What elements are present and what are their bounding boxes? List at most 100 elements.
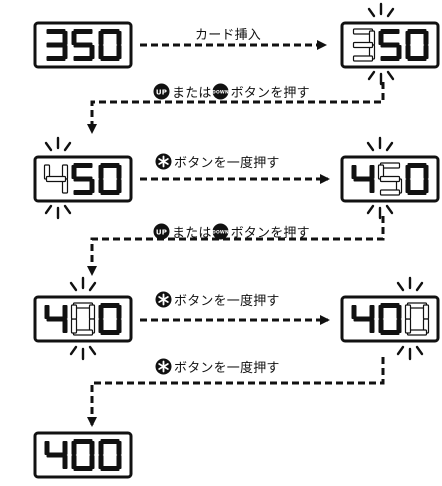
blink-mark-bottom bbox=[396, 345, 424, 361]
segment-d bbox=[380, 56, 400, 61]
segment-c bbox=[396, 319, 402, 333]
segment-a bbox=[100, 303, 120, 308]
segment-a bbox=[380, 303, 400, 308]
segment-a bbox=[380, 29, 400, 34]
display-digit bbox=[43, 164, 69, 194]
label-press-once-1: ボタンを一度押す bbox=[155, 152, 280, 171]
display-digit bbox=[71, 439, 95, 471]
segment-b bbox=[369, 165, 375, 179]
down-button-icon: DOWN bbox=[212, 83, 229, 100]
press-button-text: ボタンを押す bbox=[230, 86, 310, 101]
segment-e bbox=[71, 455, 77, 469]
segment-c bbox=[89, 179, 95, 193]
segment-b bbox=[369, 305, 375, 319]
connectors bbox=[87, 40, 385, 427]
led-display-s6 bbox=[340, 295, 440, 343]
led-display-s3 bbox=[33, 155, 133, 203]
led-display-s5 bbox=[33, 295, 133, 343]
segment-g bbox=[379, 175, 401, 183]
segment-d bbox=[407, 56, 427, 61]
segment-c bbox=[369, 319, 375, 333]
segment-a bbox=[73, 163, 93, 168]
segment-c bbox=[89, 45, 95, 59]
label-insert-card: カード挿入 bbox=[195, 24, 261, 43]
segment-a bbox=[73, 439, 93, 444]
press-once-text: ボタンを一度押す bbox=[174, 156, 280, 171]
blink-mark-bottom bbox=[69, 345, 97, 361]
label-press-once-3: ボタンを一度押す bbox=[155, 357, 280, 376]
segment-g bbox=[73, 176, 93, 182]
asterisk-icon bbox=[155, 358, 172, 375]
segment-g bbox=[352, 41, 374, 49]
segment-g bbox=[380, 42, 400, 48]
arrow-step2-to-step3 bbox=[87, 82, 385, 134]
blink-marks bbox=[44, 2, 424, 361]
svg-text:DOWN: DOWN bbox=[212, 90, 229, 96]
press-button-text: ボタンを押す bbox=[230, 226, 310, 241]
insert-card-text: カード挿入 bbox=[195, 28, 262, 43]
segment-g bbox=[353, 176, 373, 182]
segment-b bbox=[62, 31, 68, 45]
display-digit bbox=[44, 305, 68, 333]
segment-c bbox=[89, 455, 95, 469]
display-digit bbox=[352, 28, 376, 62]
segment-e bbox=[405, 179, 411, 193]
segment-a bbox=[407, 163, 427, 168]
segment-b bbox=[116, 31, 122, 45]
segment-f bbox=[98, 165, 104, 179]
segment-d bbox=[407, 190, 427, 195]
segment-f bbox=[98, 441, 104, 455]
segment-d bbox=[100, 330, 120, 335]
segment-d bbox=[73, 56, 93, 61]
segment-c bbox=[62, 45, 68, 59]
segment-b bbox=[423, 165, 429, 179]
segment-e bbox=[70, 318, 78, 334]
segment-g bbox=[353, 316, 373, 322]
segment-f bbox=[351, 305, 357, 319]
segment-e bbox=[98, 319, 104, 333]
segment-c bbox=[116, 455, 122, 469]
blink-mark-top bbox=[367, 2, 395, 18]
display-digit bbox=[71, 163, 95, 195]
arrow-step4-to-step5 bbox=[87, 216, 385, 276]
segment-d bbox=[46, 56, 66, 61]
display-digit bbox=[98, 29, 122, 61]
segment-a bbox=[100, 29, 120, 34]
led-display-s7 bbox=[33, 431, 133, 479]
blink-mark-bottom bbox=[366, 204, 394, 220]
segment-c bbox=[396, 45, 402, 59]
segment-d bbox=[100, 56, 120, 61]
svg-text:UP: UP bbox=[156, 88, 167, 96]
segment-d bbox=[73, 190, 93, 195]
segment-c bbox=[116, 319, 122, 333]
segment-g bbox=[46, 452, 66, 458]
segment-e bbox=[378, 319, 384, 333]
or-text: または bbox=[172, 86, 212, 101]
arrow-step6-to-step7 bbox=[87, 357, 385, 427]
display-digit bbox=[70, 302, 96, 336]
segment-f bbox=[44, 305, 50, 319]
segment-b bbox=[62, 305, 68, 319]
display-digit bbox=[351, 165, 375, 193]
blink-mark-top bbox=[44, 136, 72, 152]
display-digit bbox=[404, 302, 430, 336]
display-digit bbox=[71, 29, 95, 61]
display-digit bbox=[98, 303, 122, 335]
segment-b bbox=[423, 31, 429, 45]
segment-a bbox=[100, 163, 120, 168]
segment-e bbox=[98, 179, 104, 193]
blink-mark-bottom bbox=[367, 70, 395, 86]
asterisk-icon bbox=[155, 153, 172, 170]
segment-g bbox=[73, 42, 93, 48]
segment-a bbox=[46, 29, 66, 34]
segment-c bbox=[116, 45, 122, 59]
segment-d bbox=[73, 466, 93, 471]
segment-d bbox=[379, 189, 401, 196]
blink-mark-top bbox=[366, 136, 394, 152]
segment-e bbox=[98, 455, 104, 469]
display-digit bbox=[377, 162, 403, 196]
segment-c bbox=[62, 455, 68, 469]
led-display-s4 bbox=[340, 155, 440, 203]
segment-d bbox=[100, 466, 120, 471]
